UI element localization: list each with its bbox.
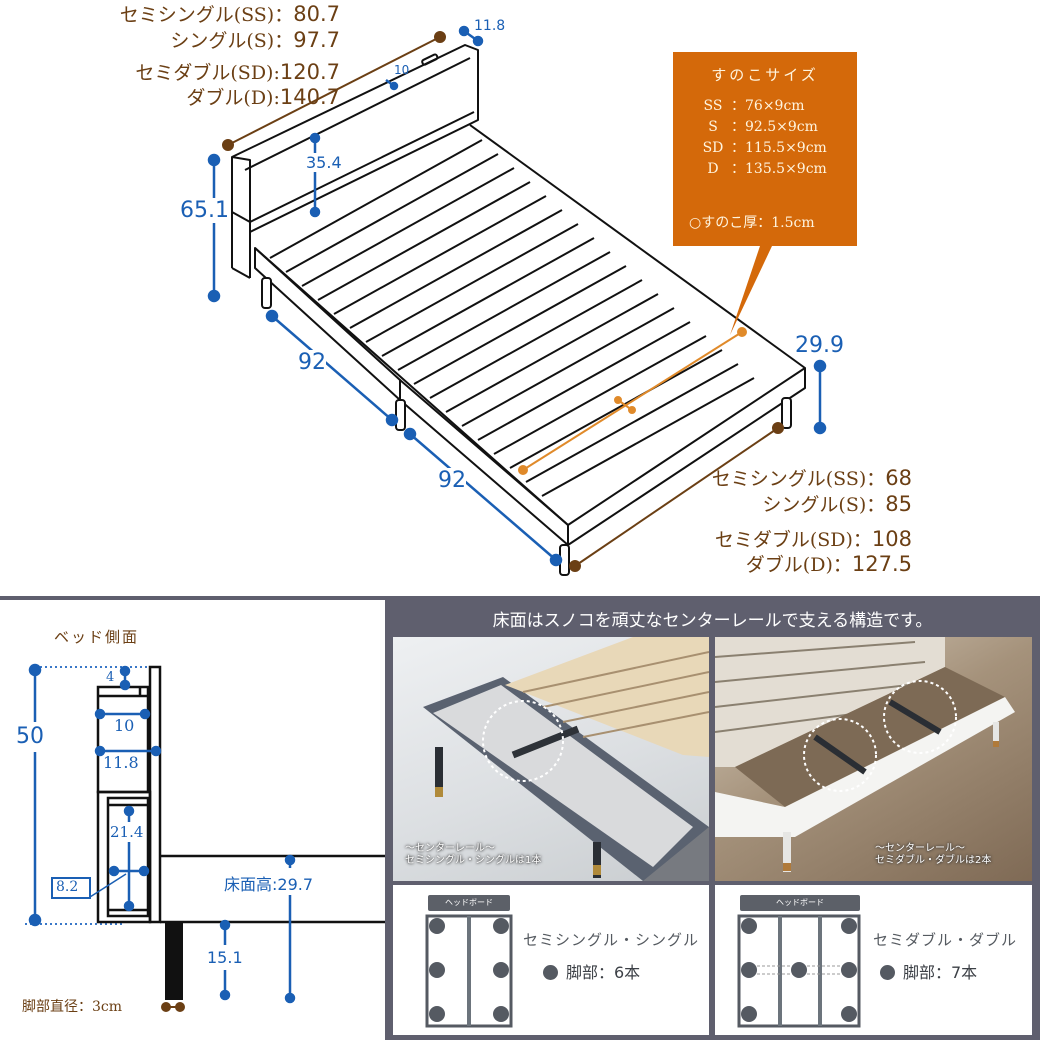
shelf-depth-label: 10 (394, 63, 410, 77)
frame-height-label: 29.9 (795, 333, 844, 358)
frame-width-labels: セミシングル(SS)：68 シングル(S)：85 セミダブル(SD)：108 ダ… (680, 467, 912, 576)
bed-frame-grey-illustration (423, 637, 709, 881)
frame-width-s: シングル(S)：85 (762, 492, 912, 516)
slat-size-title: すのこサイズ (711, 66, 819, 84)
side-shelf-outer: 11.8 (103, 753, 139, 772)
side-top-gap: 4 (106, 670, 115, 685)
side-height-total: 50 (16, 724, 44, 749)
slat-size-s: S：92.5×9cm (708, 119, 818, 135)
length-front-label: 92 (298, 350, 326, 375)
side-floor-height: 床面高:29.7 (224, 871, 314, 895)
leg-dot-icon (543, 965, 558, 980)
panel-height-label: 35.4 (306, 153, 342, 172)
headboard-width-labels: セミシングル(SS)：80.7 シングル(S)：97.7 セミダブル(SD):1… (100, 3, 340, 109)
leg-layout-6-diagram (425, 914, 513, 1028)
length-back-label: 92 (438, 468, 466, 493)
headboard-tab: ヘッドボード (428, 895, 510, 911)
slat-thickness: ○すのこ厚：1.5cm (689, 215, 815, 231)
leg-layout-7-diagram (737, 914, 861, 1028)
legend-single-size: セミシングル・シングル (523, 931, 700, 949)
headboard-width-sd: セミダブル(SD):120.7 (135, 60, 340, 84)
photo-single-rail-caption: ～センターレール～ セミシングル・シングルは1本 (405, 843, 542, 866)
side-shelf-inner: 10 (114, 716, 135, 735)
center-rail-title: 床面はスノコを頑丈なセンターレールで支える構造です。 (492, 611, 933, 631)
photo-single-rail: ～センターレール～ セミシングル・シングルは1本 (393, 637, 709, 881)
headboard-tab: ヘッドボード (740, 895, 860, 911)
photo-double-rail-caption: ～センターレール～ セミダブル・ダブルは2本 (875, 843, 992, 866)
frame-width-sd: セミダブル(SD)：108 (714, 527, 912, 551)
headboard-width-d: ダブル(D):140.7 (186, 85, 340, 109)
side-under-clearance: 15.1 (207, 948, 243, 967)
frame-width-ss: セミシングル(SS)：68 (711, 466, 912, 490)
legend-single: ヘッドボード セミシングル・シングル 脚部：6本 (393, 885, 709, 1035)
headboard-width-s: シングル(S)：97.7 (170, 28, 340, 52)
photo-double-rail: ～センターレール～ セミダブル・ダブルは2本 (715, 637, 1032, 881)
slat-size-box: すのこサイズ SS：76×9cm S：92.5×9cm SD：115.5×9cm… (673, 52, 857, 246)
bed-frame-white-illustration (715, 637, 1015, 872)
legend-double-size: セミダブル・ダブル (873, 931, 1018, 949)
center-rail-panel: 床面はスノコを頑丈なセンターレールで支える構造です。 ～センターレール～ セミシ… (385, 598, 1040, 1040)
legend-double-legs: 脚部：7本 (880, 959, 977, 983)
bed-isometric-diagram (207, 25, 827, 576)
side-view-diagram (25, 663, 385, 1012)
slat-size-ss: SS：76×9cm (703, 98, 805, 114)
side-leg-diameter: 脚部直径：3cm (22, 999, 123, 1015)
side-view-title: ベッド側面 (54, 628, 140, 646)
side-outlet-width: 8.2 (56, 879, 79, 895)
slat-size-d: D：135.5×9cm (707, 161, 827, 177)
frame-width-d: ダブル(D)：127.5 (745, 552, 912, 576)
total-height-label: 65.1 (180, 198, 229, 223)
legend-single-legs: 脚部：6本 (543, 959, 640, 983)
side-outlet-height: 21.4 (110, 823, 144, 841)
headboard-depth-label: 11.8 (474, 18, 506, 34)
headboard-width-ss: セミシングル(SS)：80.7 (119, 2, 340, 26)
slat-size-sd: SD：115.5×9cm (702, 140, 827, 156)
legend-double: ヘッドボード セミダブル・ダブル 脚部：7本 (715, 885, 1032, 1035)
leg-dot-icon (880, 965, 895, 980)
